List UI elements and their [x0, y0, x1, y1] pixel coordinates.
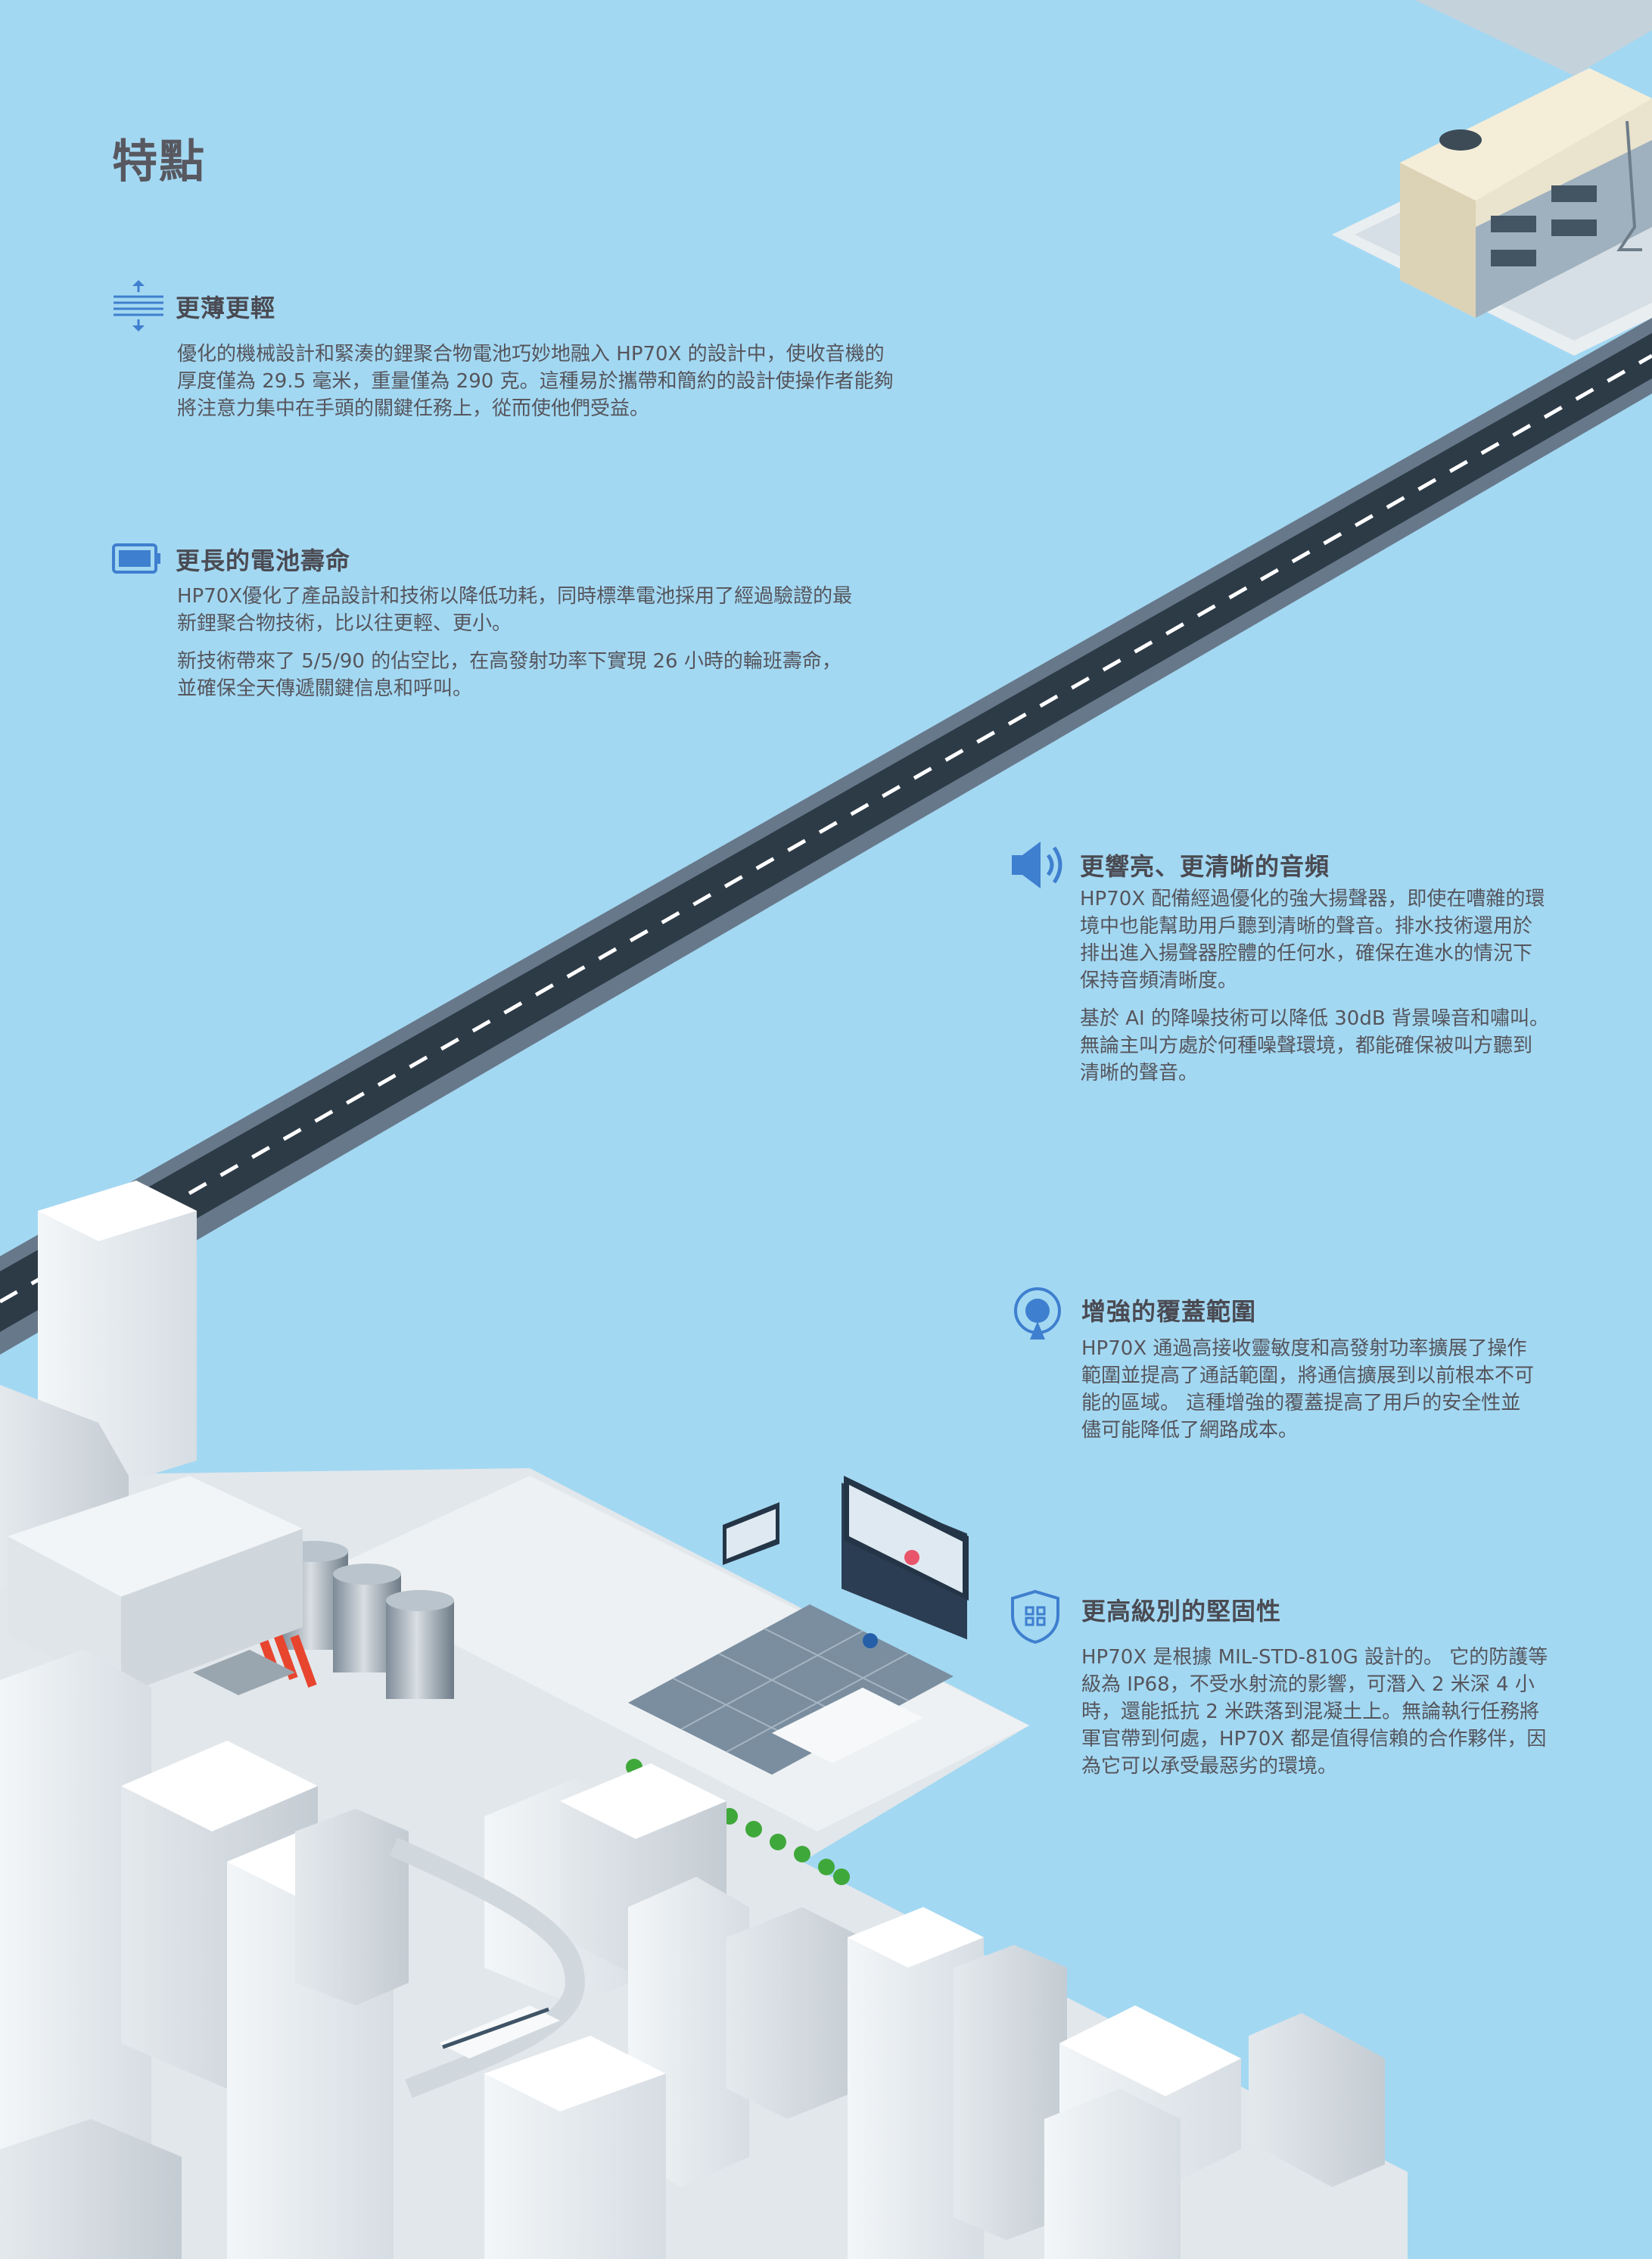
- coverage-icon: [1010, 1287, 1065, 1344]
- city-buildings: [0, 1181, 1385, 2259]
- top-right-building: [1332, 0, 1652, 356]
- feature-paragraph: HP70X優化了產品設計和技術以降低功耗，同時標準電池採用了經過驗證的最新鋰聚合…: [177, 585, 853, 635]
- feature-paragraph: HP70X 是根據 MIL-STD-810G 設計的。 它的防護等級為 IP68…: [1081, 1646, 1548, 1778]
- feature-heading: 更響亮、更清晰的音頻: [1080, 852, 1330, 881]
- feature-paragraph: 基於 AI 的降噪技術可以降低 30dB 背景噪音和嘯叫。 無論主叫方處於何種噪…: [1080, 1007, 1549, 1084]
- feature-heading: 更薄更輕: [176, 294, 276, 322]
- feature-paragraph: 優化的機械設計和緊湊的鋰聚合物電池巧妙地融入 HP70X 的設計中，使收音機的厚…: [177, 343, 894, 420]
- feature-heading: 更高級別的堅固性: [1081, 1597, 1282, 1626]
- feature-heading: 更長的電池壽命: [176, 546, 351, 575]
- shield-icon: [1010, 1589, 1060, 1647]
- highway-road: [0, 318, 1652, 1355]
- feature-heading: 增強的覆蓋範圍: [1081, 1297, 1257, 1326]
- page-title: 特點: [112, 135, 206, 188]
- feature-paragraph: HP70X 配備經過優化的強大揚聲器，即使在嘈雜的環境中也能幫助用戶聽到清晰的聲…: [1080, 888, 1545, 992]
- speaker-icon: [1010, 840, 1068, 893]
- control-room-screens: [723, 1476, 969, 1601]
- battery-icon: [112, 543, 162, 577]
- thin-light-icon: [112, 280, 165, 336]
- feature-paragraph: 新技術帶來了 5/5/90 的佔空比，在高發射功率下實現 26 小時的輪班壽命，…: [177, 650, 842, 700]
- feature-paragraph: HP70X 通過高接收靈敏度和高發射功率擴展了操作範圍並提高了通話範圍，將通信擴…: [1081, 1337, 1535, 1442]
